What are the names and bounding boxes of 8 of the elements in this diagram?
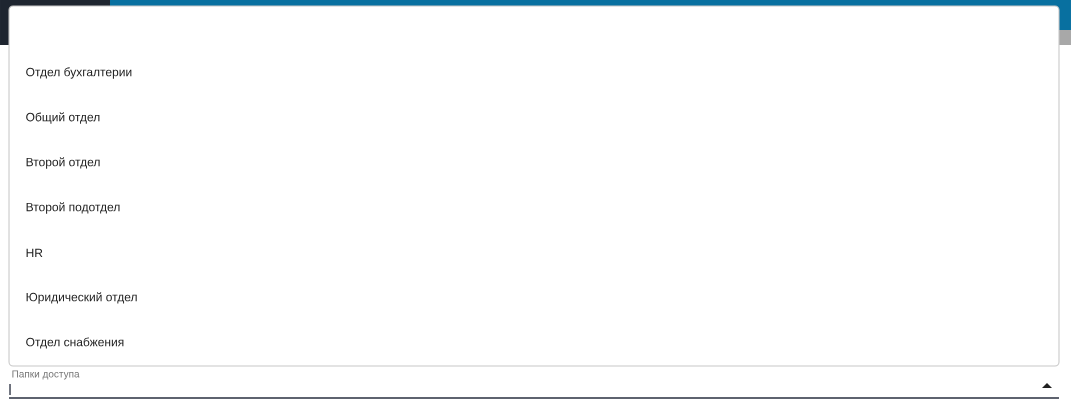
menu-item: Общий отдел xyxy=(26,112,100,124)
menu-item: Второй отдел xyxy=(26,157,100,169)
menu-item: Второй подотдел xyxy=(26,202,120,214)
field-label: Папки доступа xyxy=(12,370,80,380)
menu-item: HR xyxy=(26,248,43,258)
menu-item: Отдел бухгалтерии xyxy=(26,67,132,79)
menu-item: Юридический отдел xyxy=(26,292,137,304)
menu-item: Отдел снабжения xyxy=(26,337,124,349)
